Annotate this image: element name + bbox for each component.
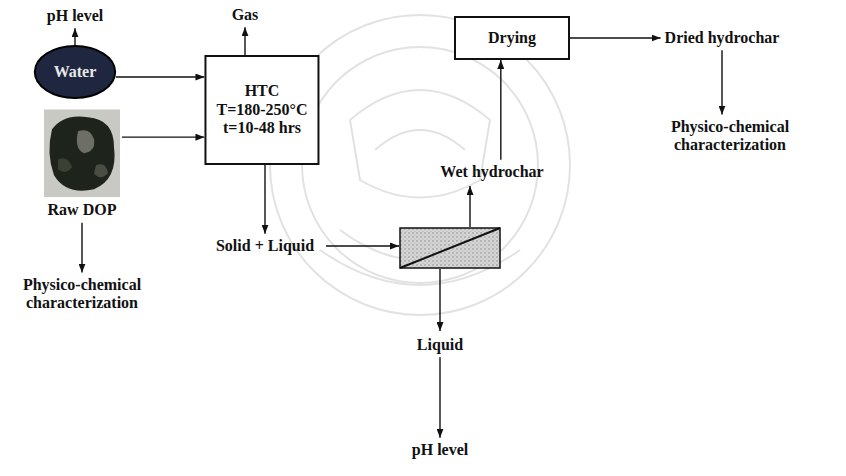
flow-arrow xyxy=(81,223,82,273)
flow-arrow xyxy=(570,37,661,38)
node-text: t=10-48 hrs xyxy=(223,119,301,137)
flow-arrow xyxy=(721,50,722,114)
node-text: pH level xyxy=(47,7,103,25)
material-highlight xyxy=(94,164,108,177)
node-text: Raw DOP xyxy=(48,201,117,219)
stream-label: Wet hydrochar xyxy=(436,160,547,184)
flow-arrow xyxy=(326,245,399,246)
flow-arrow xyxy=(74,28,75,45)
flow-arrow xyxy=(439,269,440,331)
watermark-crest xyxy=(350,90,490,198)
node-text: Wet hydrochar xyxy=(440,163,543,181)
node-text: Gas xyxy=(232,6,259,24)
output-label: pH level xyxy=(43,4,107,28)
node-text: Liquid xyxy=(417,336,463,354)
product-label: Dried hydrochar xyxy=(661,26,784,50)
node-text: Physico-chemical characterization xyxy=(664,118,796,155)
flow-arrow xyxy=(122,136,204,137)
flow-arrow xyxy=(264,165,265,234)
material-highlight xyxy=(77,130,94,153)
node-text: Dried hydrochar xyxy=(665,29,780,47)
filter-box xyxy=(400,228,500,268)
node-text: T=180-250°C xyxy=(216,101,307,119)
output-label: pH level xyxy=(408,438,472,462)
raw-material-photo: Raw DOP xyxy=(42,109,122,222)
analysis-label: Physico-chemical characterization xyxy=(660,115,800,158)
box-heading: HTC xyxy=(245,82,280,100)
watermark-crest xyxy=(375,130,465,150)
flow-arrow xyxy=(116,76,204,77)
photo-ground xyxy=(44,109,120,197)
node-text: Solid + Liquid xyxy=(216,237,314,255)
stream-label: Liquid xyxy=(413,333,467,357)
stream-label: Solid + Liquid xyxy=(212,234,318,258)
flow-arrow xyxy=(439,357,440,438)
material-highlight xyxy=(58,158,72,172)
flow-arrow xyxy=(469,186,470,227)
filter-line xyxy=(400,228,500,268)
ellipse-shape xyxy=(35,46,115,98)
filter-symbol xyxy=(400,228,500,268)
output-label: Gas xyxy=(228,3,263,27)
process-box: Drying xyxy=(454,16,570,60)
box-heading: Drying xyxy=(488,29,536,47)
analysis-label: Physico-chemical characterization xyxy=(12,273,152,316)
process-box: HTCT=180-250°Ct=10-48 hrs xyxy=(204,55,319,165)
node-text: pH level xyxy=(412,441,468,459)
material-photo xyxy=(44,109,120,197)
node-text: Physico-chemical characterization xyxy=(16,276,148,313)
material-heap xyxy=(49,117,114,191)
input-ellipse: Water xyxy=(34,45,116,99)
flow-arrow xyxy=(244,27,245,55)
flow-arrow xyxy=(500,60,501,160)
node-text: Water xyxy=(54,63,97,81)
